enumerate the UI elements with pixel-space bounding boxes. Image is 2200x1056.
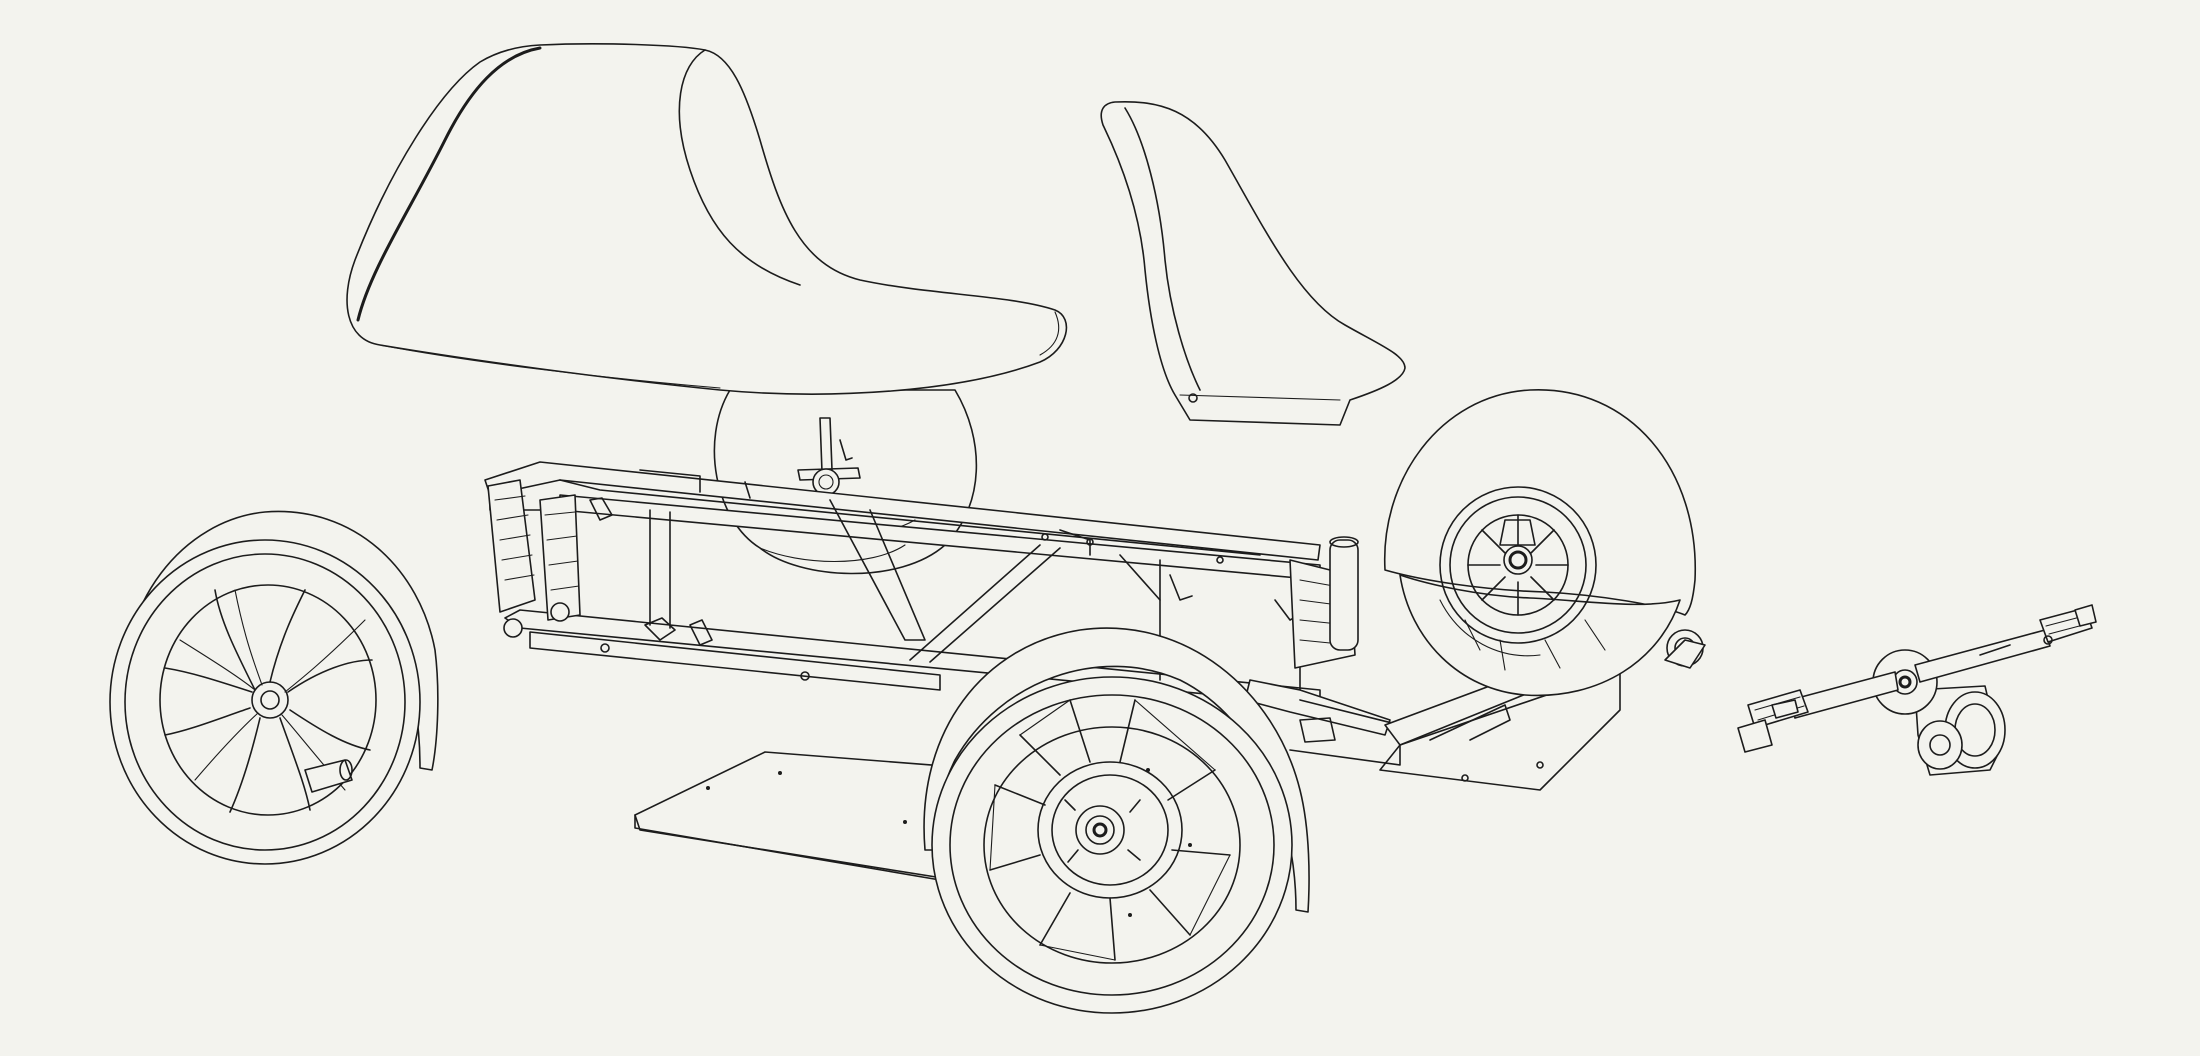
crank-and-pedal-assembly (1737, 604, 2097, 776)
rear-wheel-hub-motor-with-fender (1383, 389, 1696, 697)
center-wheel-under-seat (713, 389, 978, 575)
seat-mount-bracket (797, 417, 861, 496)
rear-seat (1100, 100, 1406, 426)
front-left-wheel-with-fender (109, 510, 439, 865)
front-seat (346, 43, 1068, 395)
front-right-wheel-with-fender (923, 627, 1310, 1014)
